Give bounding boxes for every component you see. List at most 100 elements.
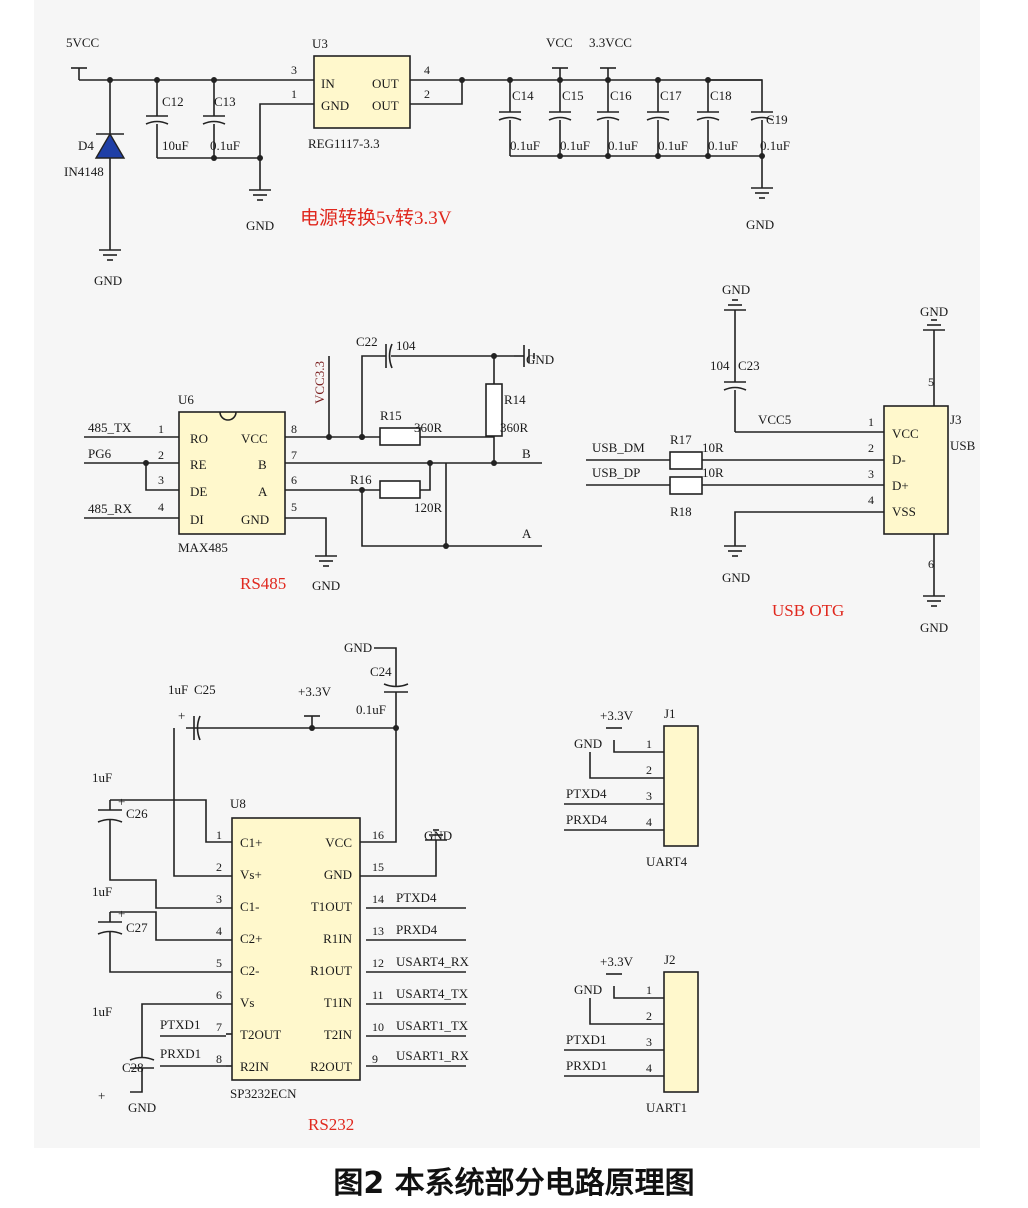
rs485-section: U6 MAX485 RO RE DE DI VCC B A GND 1 2 3 …: [84, 334, 554, 593]
svg-text:1: 1: [291, 87, 297, 101]
svg-text:GND: GND: [241, 512, 269, 527]
c12-value: 10uF: [162, 138, 189, 153]
svg-text:3: 3: [868, 467, 874, 481]
svg-text:4: 4: [646, 815, 652, 829]
svg-text:SP3232ECN: SP3232ECN: [230, 1086, 297, 1101]
u6-part: MAX485: [178, 540, 228, 555]
u8-pin-right-1: GND: [324, 867, 352, 882]
u8-pin-num-left-3: 4: [216, 924, 222, 938]
svg-text:7: 7: [291, 448, 297, 462]
svg-text:GND: GND: [128, 1100, 156, 1115]
u8-pin-num-right-7: 9: [372, 1052, 378, 1066]
usb-connector-j3: [883, 405, 949, 535]
u8-pin-left-4: C2-: [240, 963, 260, 978]
svg-text:3: 3: [646, 1035, 652, 1049]
svg-text:U8: U8: [230, 796, 246, 811]
power-section-title: 电源转换5v转3.3V: [300, 207, 452, 229]
net-5vcc-label: 5VCC: [66, 35, 99, 50]
svg-text:USART1_TX: USART1_TX: [396, 1018, 469, 1033]
u8-pin-num-right-5: 11: [372, 988, 384, 1002]
svg-text:0.1uF: 0.1uF: [658, 138, 688, 153]
svg-text:0.1uF: 0.1uF: [708, 138, 738, 153]
net-485-rx: 485_RX: [88, 501, 133, 516]
schematic-sheet: 5VCC D4 IN4148 GND C12 10uF C13 0.1uF GN…: [34, 0, 980, 1148]
svg-text:R18: R18: [670, 504, 692, 519]
vcc33-label: VCC3.3: [312, 361, 327, 404]
rs232-title: RS232: [308, 1115, 354, 1134]
u6-ref: U6: [178, 392, 194, 407]
svg-text:360R: 360R: [414, 420, 443, 435]
svg-text:GND: GND: [722, 570, 750, 585]
svg-text:R17: R17: [670, 432, 692, 447]
net-usb-dm: USB_DM: [592, 440, 645, 455]
svg-text:C26: C26: [126, 806, 148, 821]
u3-pin-in: IN: [321, 76, 335, 91]
cap-c12: C12 10uF: [145, 80, 189, 158]
svg-text:GND: GND: [526, 352, 554, 367]
svg-text:GND: GND: [574, 736, 602, 751]
svg-text:VCC: VCC: [892, 426, 919, 441]
regulator-u3: U3 REG1117-3.3 IN GND OUT OUT 3 1 4 2: [291, 36, 430, 151]
svg-text:C19: C19: [766, 112, 788, 127]
svg-text:D+: D+: [892, 478, 909, 493]
net-vcc5-label: VCC5: [758, 412, 791, 427]
u8-pin-left-2: C1-: [240, 899, 260, 914]
svg-text:VSS: VSS: [892, 504, 916, 519]
svg-text:0.1uF: 0.1uF: [608, 138, 638, 153]
svg-text:GND: GND: [722, 282, 750, 297]
u8-pin-num-right-1: 15: [372, 860, 384, 874]
net-pg6: PG6: [88, 446, 112, 461]
c13-value: 0.1uF: [210, 138, 240, 153]
usb-section: GND 104 C23 VCC5 J3 USB VCC D- D+ VSS 1 …: [586, 282, 976, 635]
svg-text:2: 2: [646, 763, 652, 777]
svg-text:4: 4: [646, 1061, 652, 1075]
svg-text:C15: C15: [562, 88, 584, 103]
svg-text:3: 3: [158, 473, 164, 487]
svg-text:104: 104: [710, 358, 730, 373]
svg-text:GND: GND: [344, 640, 372, 655]
u3-pin-out: OUT: [372, 76, 399, 91]
svg-text:USB: USB: [950, 438, 976, 453]
rs485-title: RS485: [240, 574, 286, 593]
u8-pin-num-left-0: 1: [216, 828, 222, 842]
u8-pin-left-3: C2+: [240, 931, 263, 946]
header-j1: [663, 725, 699, 847]
u3-pin-gnd: GND: [321, 98, 349, 113]
svg-text:R16: R16: [350, 472, 372, 487]
svg-text:DI: DI: [190, 512, 204, 527]
svg-text:120R: 120R: [414, 500, 443, 515]
svg-text:R15: R15: [380, 408, 402, 423]
svg-text:PTXD1: PTXD1: [160, 1017, 200, 1032]
u8-pin-right-4: R1OUT: [310, 963, 352, 978]
svg-text:A: A: [258, 484, 268, 499]
c12-ref: C12: [162, 94, 184, 109]
svg-text:4: 4: [868, 493, 874, 507]
svg-text:1uF: 1uF: [92, 884, 112, 899]
max485-chip: [178, 411, 286, 535]
svg-text:4: 4: [424, 63, 430, 77]
u8-pin-right-6: T2IN: [324, 1027, 353, 1042]
svg-text:4: 4: [158, 500, 164, 514]
svg-text:5: 5: [928, 375, 934, 389]
svg-text:C16: C16: [610, 88, 632, 103]
c13-ref: C13: [214, 94, 236, 109]
svg-text:C22: C22: [356, 334, 378, 349]
u8-pin-num-right-0: 16: [372, 828, 384, 842]
u8-pin-right-5: T1IN: [324, 995, 353, 1010]
svg-text:USART4_RX: USART4_RX: [396, 954, 470, 969]
u8-pin-left-0: C1+: [240, 835, 263, 850]
svg-text:PTXD4: PTXD4: [396, 890, 437, 905]
svg-text:6: 6: [928, 557, 934, 571]
d4-part: IN4148: [64, 164, 104, 179]
u8-pin-left-5: Vs: [240, 995, 254, 1010]
svg-text:PRXD4: PRXD4: [396, 922, 438, 937]
net-usb-dp: USB_DP: [592, 465, 640, 480]
u3-part: REG1117-3.3: [308, 136, 380, 151]
svg-text:360R: 360R: [500, 420, 529, 435]
net-485-tx: 485_TX: [88, 420, 132, 435]
svg-text:2: 2: [158, 448, 164, 462]
svg-text:C27: C27: [126, 920, 148, 935]
svg-text:1: 1: [646, 737, 652, 751]
svg-text:PTXD1: PTXD1: [566, 1032, 606, 1047]
net-a-label: A: [522, 526, 532, 541]
